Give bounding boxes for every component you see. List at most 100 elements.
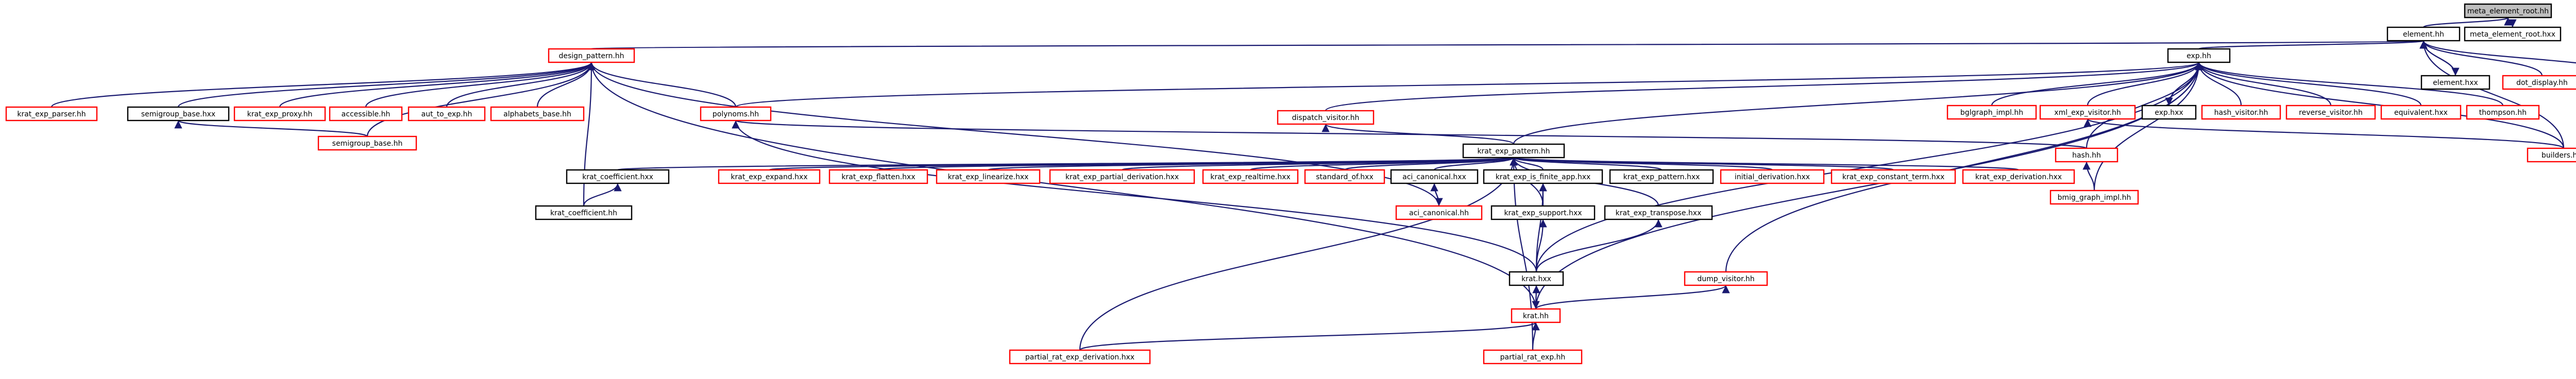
node-builders[interactable]: builders.hxx: [2527, 147, 2576, 163]
node-krat-coefficient-hxx[interactable]: krat_coefficient.hxx: [566, 169, 670, 184]
node-initial-derivation[interactable]: initial_derivation.hxx: [1720, 169, 1825, 184]
node-krat-exp-transpose[interactable]: krat_exp_transpose.hxx: [1604, 205, 1713, 220]
node-label: dot_display.hh: [2516, 79, 2568, 87]
edge-aci_canonical_hh-to-design_pattern: [587, 62, 1440, 206]
node-reverse-visitor[interactable]: reverse_visitor.hh: [2285, 105, 2376, 120]
node-label: element.hh: [2403, 30, 2444, 39]
node-box: [1946, 105, 2037, 120]
node-krat-exp-realtime[interactable]: krat_exp_realtime.hxx: [1202, 169, 1299, 184]
node-box: [1831, 169, 1956, 184]
node-label: partial_rat_exp_derivation.hxx: [1025, 353, 1134, 361]
node-meta-root-hh[interactable]: meta_element_root.hh: [2464, 3, 2552, 19]
edge-krat_hh-to-exp_hh: [1535, 62, 2203, 309]
edge-polynoms-to-exp_hh: [735, 62, 2202, 108]
node-label: element.hxx: [2433, 79, 2478, 87]
node-label: polynoms.hh: [713, 110, 759, 118]
node-label: semigroup_base.hxx: [141, 110, 215, 118]
node-box: [1509, 271, 1564, 286]
edge-standard_of-to-krat_exp_pattern_hh: [1344, 157, 1518, 171]
node-partial-rat-exp[interactable]: partial_rat_exp.hh: [1483, 349, 1583, 365]
node-alphabets-base[interactable]: alphabets_base.hh: [490, 106, 585, 122]
node-krat-exp-flatten[interactable]: krat_exp_flatten.hxx: [828, 169, 928, 184]
node-element-hh[interactable]: element.hh: [2386, 26, 2461, 42]
edge-krat_hxx-to-polynoms: [732, 120, 1537, 272]
edge-krat_hxx-to-krat_exp_transpose: [1535, 219, 1663, 272]
node-label: dump_visitor.hh: [1697, 275, 1754, 283]
node-label: hash.hh: [2072, 151, 2101, 160]
node-exp-hxx[interactable]: exp.hxx: [2141, 105, 2197, 120]
node-krat-exp-derivation[interactable]: krat_exp_derivation.hxx: [1962, 169, 2075, 184]
edge-krat_exp_pattern_hh-to-exp_hh: [1513, 62, 2203, 145]
node-hash-visitor[interactable]: hash_visitor.hh: [2201, 105, 2281, 120]
node-box: [408, 106, 486, 122]
node-box: [2502, 75, 2576, 90]
node-krat-exp-pattern-hh[interactable]: krat_exp_pattern.hh: [1462, 143, 1565, 159]
node-krat-hxx[interactable]: krat.hxx: [1509, 271, 1564, 286]
node-krat-coefficient-hh[interactable]: krat_coefficient.hh: [535, 205, 633, 220]
node-xml-exp-visitor[interactable]: xml_exp_visitor.hh: [2039, 105, 2136, 120]
node-meta-root-hxx[interactable]: meta_element_root.hxx: [2464, 26, 2562, 42]
node-box: [2527, 147, 2576, 163]
node-accessible[interactable]: accessible.hh: [329, 106, 403, 122]
node-bmig-graph-impl[interactable]: bmig_graph_impl.hh: [2049, 190, 2139, 205]
node-aci-canonical-hxx[interactable]: aci_canonical.hxx: [1390, 169, 1479, 184]
edge-krat_coefficient_hh-to-design_pattern: [583, 62, 596, 206]
node-exp-hh[interactable]: exp.hh: [2167, 48, 2231, 63]
node-krat-exp-constant-term[interactable]: krat_exp_constant_term.hxx: [1831, 169, 1956, 184]
node-box: [127, 106, 230, 122]
node-label: exp.hxx: [2155, 109, 2183, 117]
node-label: krat_exp_expand.hxx: [731, 173, 807, 181]
node-design-pattern[interactable]: design_pattern.hh: [548, 48, 635, 63]
node-label: meta_element_root.hxx: [2470, 30, 2555, 39]
node-dispatch-visitor[interactable]: dispatch_visitor.hh: [1277, 110, 1375, 125]
node-krat-exp-support[interactable]: krat_exp_support.hxx: [1490, 205, 1596, 220]
node-box: [700, 106, 772, 122]
node-box: [1483, 349, 1583, 365]
node-krat-exp-linearize[interactable]: krat_exp_linearize.hxx: [936, 169, 1041, 184]
node-hash-hh[interactable]: hash.hh: [2055, 147, 2119, 163]
node-bglgraph-impl[interactable]: bglgraph_impl.hh: [1946, 105, 2037, 120]
edge-builders-to-element_hh: [2419, 40, 2565, 149]
edge-thompson-to-exp_hh: [2195, 62, 2504, 106]
node-box: [1511, 308, 1561, 323]
node-box: [1390, 169, 1479, 184]
node-label: krat_exp_linearize.hxx: [948, 173, 1029, 181]
node-aci-canonical-hh[interactable]: aci_canonical.hh: [1395, 205, 1483, 220]
node-krat-exp-partial-derivation[interactable]: krat_exp_partial_derivation.hxx: [1049, 169, 1195, 184]
node-label: krat_exp_transpose.hxx: [1616, 209, 1702, 217]
node-box: [1277, 110, 1375, 125]
edge-krat_exp_proxy-to-design_pattern: [279, 62, 596, 108]
node-box: [2380, 105, 2462, 120]
node-box: [329, 106, 403, 122]
node-element-hxx[interactable]: element.hxx: [2420, 75, 2490, 90]
node-box: [718, 169, 821, 184]
node-krat-exp-expand[interactable]: krat_exp_expand.hxx: [718, 169, 821, 184]
edge-dot_display-to-element_hh: [2419, 40, 2543, 76]
node-partial-rat-exp-derivation[interactable]: partial_rat_exp_derivation.hxx: [1009, 349, 1151, 365]
node-box: [1490, 205, 1596, 220]
node-dump-visitor[interactable]: dump_visitor.hh: [1684, 271, 1768, 286]
node-box: [233, 106, 326, 122]
node-box: [1049, 169, 1195, 184]
edge-krat_exp_derivation-to-krat_exp_pattern_hh: [1510, 157, 2020, 171]
node-polynoms[interactable]: polynoms.hh: [700, 106, 772, 122]
node-krat-exp-proxy[interactable]: krat_exp_proxy.hh: [233, 106, 326, 122]
edge-accessible-to-design_pattern: [365, 62, 596, 108]
node-box: [1962, 169, 2075, 184]
node-krat-exp-pattern-hxx[interactable]: krat_exp_pattern.hxx: [1609, 169, 1714, 184]
node-standard-of[interactable]: standard_of.hxx: [1304, 169, 1385, 184]
node-krat-exp-parser[interactable]: krat_exp_parser.hh: [5, 106, 98, 122]
node-label: krat_exp_flatten.hxx: [841, 173, 915, 181]
node-semigroup-base-hxx[interactable]: semigroup_base.hxx: [127, 106, 230, 122]
edge-krat_exp_parser-to-design_pattern: [50, 62, 596, 108]
node-thompson[interactable]: thompson.hh: [2466, 105, 2540, 120]
node-aut-to-exp[interactable]: aut_to_exp.hh: [408, 106, 486, 122]
node-box: [2167, 48, 2231, 63]
node-label: krat_exp_derivation.hxx: [1975, 173, 2062, 181]
node-semigroup-base-hh[interactable]: semigroup_base.hh: [317, 135, 417, 151]
node-equivalent[interactable]: equivalent.hxx: [2380, 105, 2462, 120]
edge-design_pattern-to-element_hh: [590, 40, 2425, 50]
node-krat-hh[interactable]: krat.hh: [1511, 308, 1561, 323]
node-dot-display[interactable]: dot_display.hh: [2502, 75, 2576, 90]
node-krat-exp-is-finite-app[interactable]: krat_exp_is_finite_app.hxx: [1483, 169, 1603, 184]
